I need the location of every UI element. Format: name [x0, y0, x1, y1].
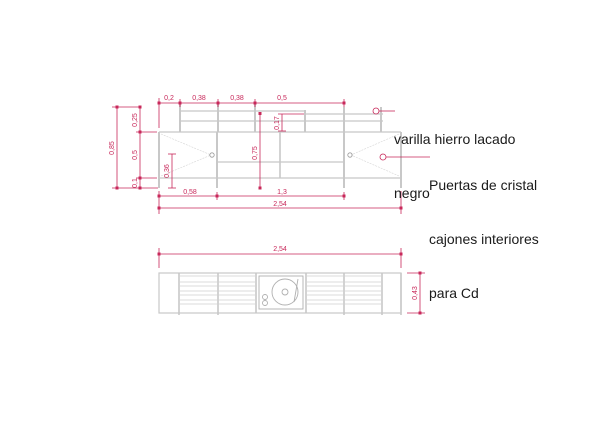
front-elevation: 0,2 0,38 0,38 0,5 0,85 0,25 0,5 0,1 0,36…	[109, 95, 430, 214]
dimension-ticks	[115, 101, 403, 210]
door-swing-right	[350, 133, 400, 177]
dim-door-handle: 0,36	[164, 164, 171, 178]
dim-top-1: 0,38	[192, 95, 206, 102]
plan-rods	[180, 275, 381, 305]
note-rod-line-1: varilla hierro lacado	[394, 131, 516, 147]
dim-top-2: 0,38	[230, 95, 244, 102]
dim-left-seg-0: 0,25	[132, 113, 139, 127]
note-rod-line-2: negro	[394, 185, 430, 201]
note-doors-line-2: cajones interiores	[429, 231, 539, 247]
plan-cabinet	[158, 272, 402, 315]
dim-center-height: 0,75	[252, 146, 259, 160]
plan-depth-dimension	[407, 272, 425, 314]
note-doors-line-3: para Cd	[429, 285, 479, 301]
turntable-icon	[258, 275, 304, 310]
dim-bottom-overall: 2,54	[273, 201, 287, 208]
note-doors: Puertas de cristal cajones interiores pa…	[429, 140, 539, 320]
dim-top-3: 0,5	[277, 95, 287, 102]
dim-left-seg-2: 0,1	[132, 178, 139, 188]
note-rod: varilla hierro lacado negro	[394, 94, 515, 220]
dim-shelf-offset: 0,17	[274, 116, 281, 130]
dim-plan-width: 2,54	[273, 246, 287, 253]
dim-top-0: 0,2	[164, 95, 174, 102]
door-swing-left	[160, 133, 212, 177]
dim-left-overall: 0,85	[109, 141, 116, 155]
dim-left-seg-1: 0,5	[132, 150, 139, 160]
door-handle-right-icon	[347, 152, 353, 158]
dim-plan-depth: 0,43	[412, 286, 419, 300]
dim-bottom-0: 0,58	[183, 189, 197, 196]
door-handle-left-icon	[209, 152, 215, 158]
plan-view: 2,54	[157, 246, 425, 315]
rod-rack	[179, 104, 383, 132]
plan-width-dimension	[158, 248, 402, 268]
cabinet-body	[158, 131, 402, 188]
note-leaders	[372, 107, 430, 161]
note-doors-line-1: Puertas de cristal	[429, 177, 538, 193]
dim-bottom-1: 1,3	[277, 189, 287, 196]
